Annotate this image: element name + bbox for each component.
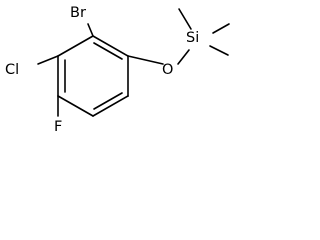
benzene-ring — [57, 35, 129, 117]
atom-labels: Br Cl F O Si — [5, 5, 199, 135]
atom-label-f: F — [54, 119, 62, 135]
atom-label-si: Si — [186, 30, 199, 46]
atom-label-o: O — [162, 62, 173, 78]
ring-bond-c1-c2 — [92, 35, 129, 57]
bond-c2-o — [127, 55, 164, 65]
atom-label-br: Br — [70, 5, 86, 21]
ring-bond-c3-c4 — [92, 95, 129, 117]
ring-double-bond-inner-a — [93, 42, 123, 60]
atom-label-cl: Cl — [5, 62, 19, 78]
ring-bond-c4-c5 — [57, 95, 94, 117]
ring-double-bond-inner-b — [93, 92, 123, 110]
chemical-structure: Br Cl F O Si — [5, 5, 230, 135]
bond-si-methyl-right — [212, 23, 230, 34]
bond-si-methyl-lower — [209, 45, 229, 56]
bond-si-methyl-top — [178, 8, 192, 30]
ring-bond-c6-c1 — [57, 35, 94, 57]
bond-o-si — [177, 49, 190, 65]
substituent-bonds — [37, 8, 230, 117]
bond-c6-cl — [37, 55, 59, 65]
bond-c1-br — [87, 23, 94, 37]
